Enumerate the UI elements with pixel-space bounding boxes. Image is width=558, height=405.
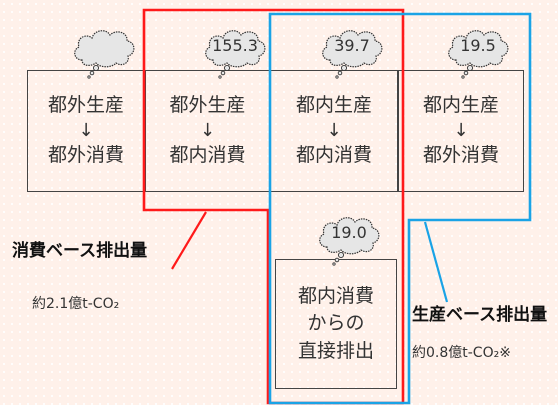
direct-emission-box: 都内消費 からの 直接排出: [275, 259, 397, 389]
cloud-icon: 19.0: [315, 213, 383, 266]
box-line2: 都外消費: [422, 143, 499, 166]
box-line1: 都内生産: [422, 94, 499, 117]
box-line2: 都内消費: [169, 143, 246, 166]
down-arrow-icon: ↓: [326, 120, 342, 142]
box-line2: 都内消費: [295, 143, 372, 166]
box-line2: 都外消費: [47, 143, 124, 166]
direct-line3: 直接排出: [297, 339, 374, 362]
flow-box-outside-outside: 都外生産 ↓ 都外消費: [27, 70, 145, 192]
consumption-boundary: [142, 8, 405, 405]
cloud-icon: 19.5: [444, 26, 512, 79]
consumption-base-amount: 約2.1億t-CO₂: [32, 296, 120, 312]
box-line1: 都外生産: [169, 94, 246, 117]
direct-line2: からの: [307, 312, 365, 335]
direct-line1: 都内消費: [297, 284, 374, 307]
cloud-icon: 155.3: [201, 26, 269, 79]
production-leader-line: [423, 221, 449, 303]
production-base-label: 生産ベース排出量: [412, 305, 548, 325]
cloud-value: 155.3: [212, 36, 258, 55]
cloud-value: 39.7: [334, 36, 370, 55]
cloud-icon: 39.7: [318, 26, 386, 79]
cloud-value: 19.0: [331, 223, 367, 242]
box-line1: 都内生産: [295, 94, 372, 117]
down-arrow-icon: ↓: [199, 120, 216, 142]
consumption-leader-line: [171, 211, 207, 270]
down-arrow-icon: ↓: [453, 120, 469, 142]
box-line1: 都外生産: [47, 94, 124, 117]
cloud-icon: [70, 26, 138, 79]
down-arrow-icon: ↓: [78, 120, 94, 142]
flow-box-outside-inside: 都外生産 ↓ 都内消費: [145, 70, 270, 192]
cloud-value: 19.5: [460, 36, 496, 55]
production-base-amount: 約0.8億t-CO₂※: [412, 345, 511, 361]
production-boundary: [268, 12, 532, 405]
flow-box-inside-outside: 都内生産 ↓ 都外消費: [398, 70, 524, 192]
consumption-base-label: 消費ベース排出量: [12, 241, 148, 261]
